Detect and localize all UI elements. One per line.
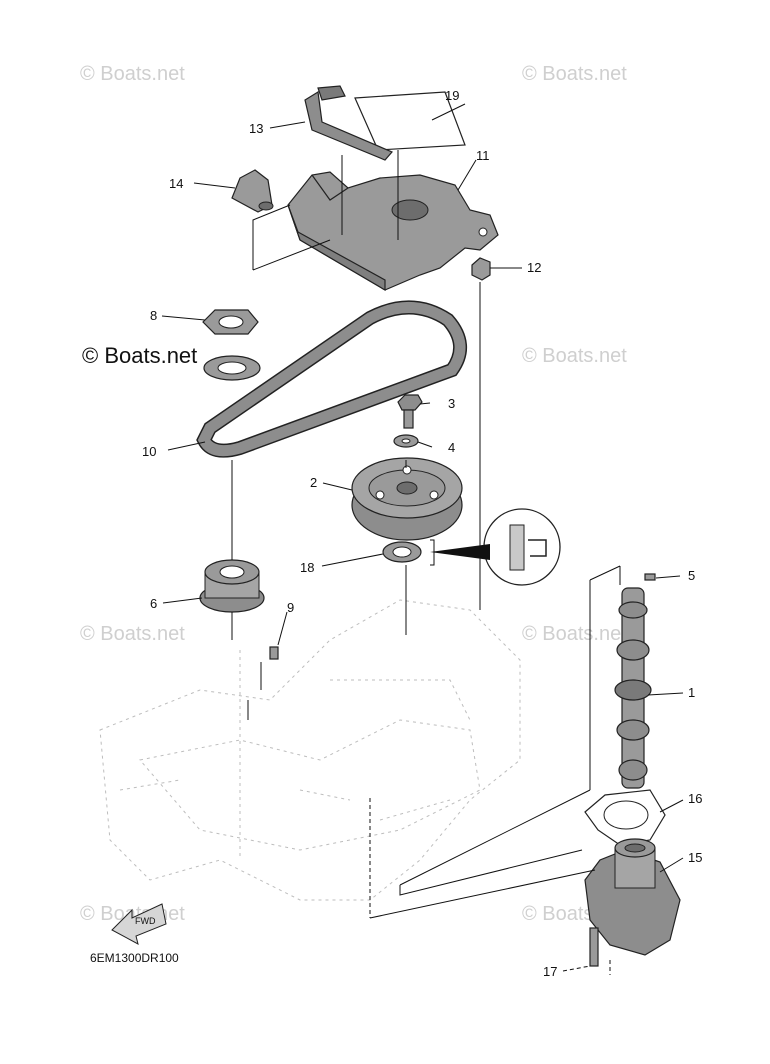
part-4-washer bbox=[393, 434, 419, 448]
callout-3: 3 bbox=[448, 396, 455, 411]
part-19-sheet bbox=[354, 91, 466, 151]
callout-16: 16 bbox=[688, 791, 702, 806]
fwd-label: FWD bbox=[135, 916, 156, 926]
diagram-code: 6EM1300DR100 bbox=[90, 951, 179, 965]
part-15-oil-pump bbox=[584, 838, 681, 956]
detail-inset bbox=[430, 508, 561, 586]
part-12-collar bbox=[471, 257, 491, 281]
watermark-prominent: © Boats.net bbox=[82, 343, 197, 368]
part-18-oil-seal bbox=[382, 541, 422, 563]
callout-5: 5 bbox=[688, 568, 695, 583]
part-9-key bbox=[269, 646, 279, 660]
part-11-belt-cover bbox=[287, 171, 499, 292]
part-6-crank-pulley bbox=[199, 559, 265, 613]
callout-13: 13 bbox=[249, 121, 263, 136]
watermark: © Boats.net bbox=[80, 63, 185, 85]
callout-10: 10 bbox=[142, 444, 156, 459]
callout-4: 4 bbox=[448, 440, 455, 455]
watermark: © Boats.net bbox=[522, 345, 627, 367]
engine-block-outline bbox=[99, 599, 521, 901]
callout-18: 18 bbox=[300, 560, 314, 575]
part-16-gasket bbox=[584, 789, 666, 846]
fwd-arrow-icon: FWD bbox=[111, 903, 167, 945]
callout-12: 12 bbox=[527, 260, 541, 275]
part-5-pin bbox=[644, 573, 656, 581]
part-13-seal bbox=[304, 85, 393, 161]
leader-lines bbox=[161, 103, 684, 975]
callout-labels: 19 13 11 14 12 8 10 3 4 2 18 6 9 5 1 16 … bbox=[142, 88, 702, 979]
watermark: © Boats.net bbox=[522, 623, 627, 645]
part-8-nut bbox=[202, 309, 259, 335]
callout-1: 1 bbox=[688, 685, 695, 700]
watermark: © Boats.net bbox=[522, 63, 627, 85]
callout-6: 6 bbox=[150, 596, 157, 611]
callout-17: 17 bbox=[543, 964, 557, 979]
part-10-timing-belt bbox=[196, 300, 467, 458]
callout-14: 14 bbox=[169, 176, 183, 191]
part-14-grommet bbox=[231, 169, 274, 213]
part-1-camshaft bbox=[614, 587, 652, 789]
callout-19: 19 bbox=[445, 88, 459, 103]
callout-8: 8 bbox=[150, 308, 157, 323]
callout-9: 9 bbox=[287, 600, 294, 615]
part-2-camshaft-pulley bbox=[351, 457, 463, 541]
callout-2: 2 bbox=[310, 475, 317, 490]
part-3-bolt bbox=[397, 394, 423, 429]
part-17-bolt bbox=[589, 927, 599, 967]
washer bbox=[203, 355, 261, 381]
callout-11: 11 bbox=[476, 148, 490, 163]
watermark: © Boats.net bbox=[80, 623, 185, 645]
callout-15: 15 bbox=[688, 850, 702, 865]
